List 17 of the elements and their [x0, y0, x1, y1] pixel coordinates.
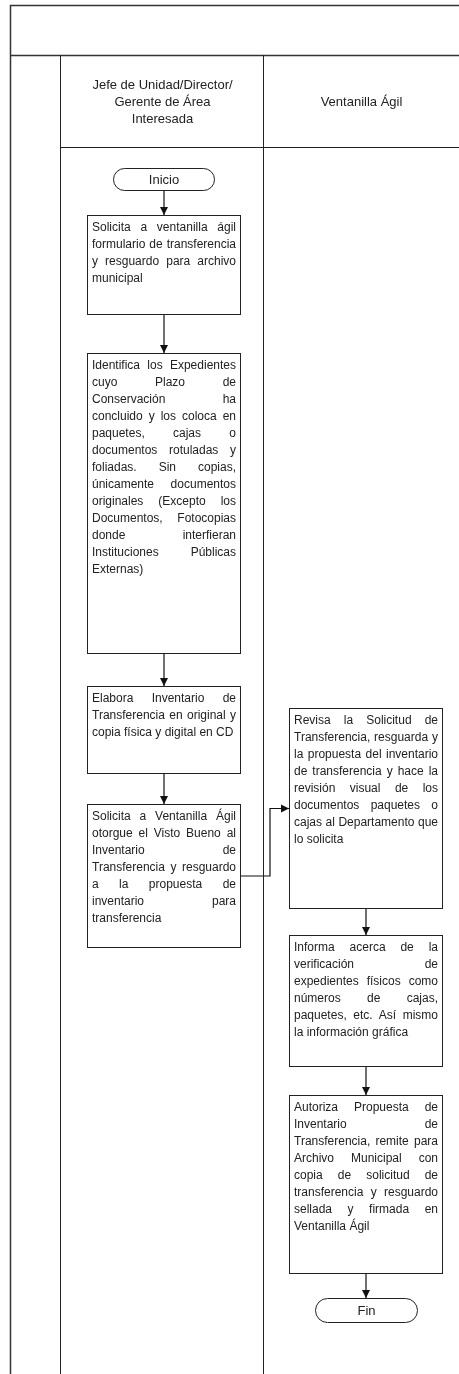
process-box: Elabora Inventario de Transferencia en original y copia física y digital en CD [87, 686, 241, 774]
process-box: Identifica los Expedientes cuyo Plazo de Conservación ha concluido y los coloca en paquetes, cajas o documentos rotuladas y foliadas. Sin copias, únicamente documentos originales (Excepto los Documentos, Fotocopias donde interfieran Instituciones Públicas Externas) [87, 353, 241, 654]
process-box: Solicita a Ventanilla Ágil otorgue el Visto Bueno al Inventario de Transferencia y resguardo a la propuesta de inventario para transferencia [87, 804, 241, 948]
arrow [240, 804, 290, 877]
arrow [159, 190, 169, 216]
arrow [159, 773, 169, 805]
process-box: Autoriza Propuesta de Inventario de Transferencia, remite para Archivo Municipal con copia de solicitud de transferencia y resguardo sellada y firmada en Ventanilla Ágil [289, 1095, 443, 1274]
arrow [159, 653, 169, 687]
arrow [361, 1273, 371, 1299]
lane-header: Jefe de Unidad/Director/ Gerente de Área Interesada [61, 55, 264, 148]
arrow [361, 908, 371, 936]
process-box: Solicita a ventanilla ágil formulario de transferencia y resguardo para archivo municipal [87, 215, 241, 315]
process-box: Revisa la Solicitud de Transferencia, resguarda y la propuesta del inventario de transferencia y hace la revisión visual de los documentos paquetes o cajas al Departamento que lo solicita [289, 708, 443, 909]
lane-header: Ventanilla Ágil [264, 55, 459, 148]
process-box: Informa acerca de la verificación de expedientes físicos como números de cajas, paquetes, etc. Así mismo la información gráfica [289, 935, 443, 1067]
arrow [361, 1066, 371, 1096]
arrow [159, 314, 169, 354]
